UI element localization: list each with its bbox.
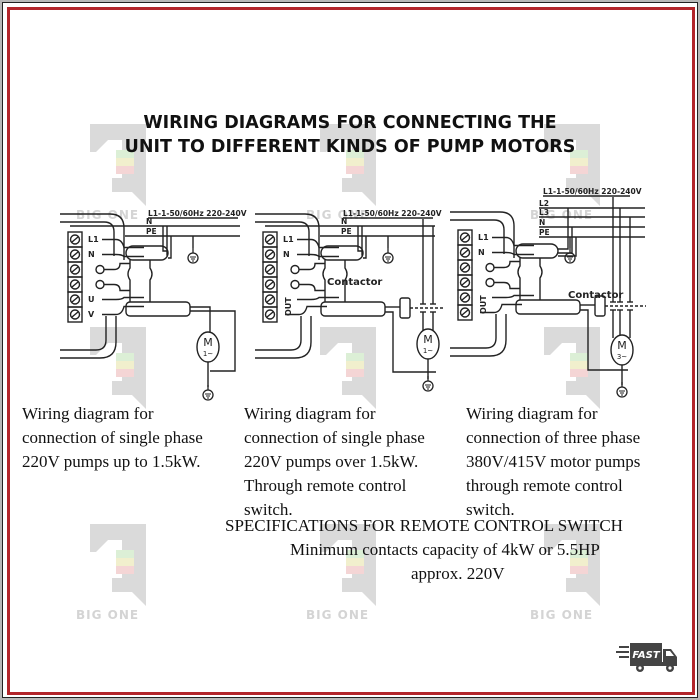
terminal-screw — [457, 304, 473, 321]
caption-line: 220V pumps over 1.5kW. — [244, 452, 419, 471]
terminal-label: L1 — [88, 235, 99, 244]
caption-diagram-2: Wiring diagram for connection of single … — [244, 402, 425, 522]
caption-line: 220V pumps up to 1.5kW. — [22, 452, 201, 471]
supply-label: L1-1-50/60Hz 220-240V — [343, 209, 442, 218]
terminal-screw — [67, 306, 83, 323]
big-one-logo-watermark — [84, 323, 154, 423]
motor-label: M — [203, 336, 213, 349]
caption-line: through remote control — [466, 476, 623, 495]
line-label-pe: PE — [341, 227, 352, 236]
supply-label: L1-1-50/60Hz 220-240V — [543, 187, 642, 196]
caption-line: Wiring diagram for — [22, 404, 154, 423]
terminal-label: U — [88, 295, 95, 304]
page-title-line-1: WIRING DIAGRAMS FOR CONNECTING THE — [143, 113, 557, 133]
motor-symbol — [416, 328, 440, 360]
motor-symbol — [196, 331, 220, 363]
contactor-coil — [399, 297, 411, 319]
motor-phase-label: 1~ — [423, 347, 433, 355]
line-label-pe: PE — [539, 228, 550, 237]
terminal-label: N — [478, 248, 485, 257]
ground-symbol — [564, 252, 576, 264]
caption-line: switch. — [244, 500, 293, 519]
supply-label: L1-1-50/60Hz 220-240V — [148, 209, 247, 218]
line-label-l3: L3 — [539, 208, 549, 217]
caption-diagram-1: Wiring diagram for connection of single … — [22, 402, 203, 474]
big-one-logo-watermark — [538, 520, 608, 620]
specs-heading: SPECIFICATIONS FOR REMOTE CONTROL SWITCH — [225, 516, 623, 535]
caption-line: Wiring diagram for — [466, 404, 598, 423]
caption-line: connection of three phase — [466, 428, 641, 447]
motor-label: M — [423, 333, 433, 346]
specs-line-2: approx. 220V — [411, 564, 505, 583]
caption-line: Wiring diagram for — [244, 404, 376, 423]
terminal-label: L1 — [478, 233, 489, 242]
caption-line: connection of single phase — [22, 428, 203, 447]
motor-symbol — [610, 334, 634, 366]
line-label-n: N — [539, 218, 545, 227]
motor-phase-label: 1~ — [203, 350, 213, 358]
float-switch-upper — [125, 245, 169, 261]
terminal-label: V — [88, 310, 95, 319]
terminal-label: OUT — [284, 297, 293, 316]
ground-symbol — [422, 380, 434, 392]
float-switch-lower — [125, 301, 191, 317]
float-switch-lower — [320, 301, 386, 317]
badge-text: FAST — [632, 650, 660, 661]
caption-line: Through remote control — [244, 476, 407, 495]
terminal-label: L1 — [283, 235, 294, 244]
watermark-text: BIG ONE — [306, 608, 370, 622]
float-switch-upper — [320, 245, 364, 261]
big-one-logo-watermark — [84, 120, 154, 220]
contactor-label: Contactor — [568, 290, 623, 301]
watermark-text: BIG ONE — [530, 208, 594, 222]
float-switch-lower — [515, 299, 581, 315]
line-label-pe: PE — [146, 227, 157, 236]
terminal-label: OUT — [479, 295, 488, 314]
big-one-logo-watermark — [538, 120, 608, 220]
caption-line: 380V/415V motor pumps — [466, 452, 641, 471]
ground-symbol — [202, 389, 214, 401]
delivery-truck-icon: FAST — [616, 643, 677, 672]
fast-delivery-badge: FAST — [616, 640, 682, 676]
ground-symbol — [187, 252, 199, 264]
contactor-label: Contactor — [327, 277, 382, 288]
terminal-label: N — [283, 250, 290, 259]
big-one-logo-watermark — [314, 323, 384, 423]
caption-line: switch. — [466, 500, 515, 519]
watermark-text: BIG ONE — [530, 608, 594, 622]
terminal-screw — [262, 306, 278, 323]
caption-diagram-3: Wiring diagram for connection of three p… — [466, 402, 640, 522]
big-one-logo-watermark — [84, 520, 154, 620]
watermark-text: BIG ONE — [76, 208, 140, 222]
float-switch-upper — [515, 243, 559, 259]
line-label-n: N — [341, 217, 347, 226]
page-title-line-2: UNIT TO DIFFERENT KINDS OF PUMP MOTORS — [124, 137, 576, 157]
line-label-n: N — [146, 217, 152, 226]
motor-phase-label: 3~ — [617, 353, 627, 361]
caption-line: connection of single phase — [244, 428, 425, 447]
big-one-logo-watermark — [314, 120, 384, 220]
big-one-logo-watermark — [538, 323, 608, 423]
motor-label: M — [617, 339, 627, 352]
watermark-text: BIG ONE — [76, 608, 140, 622]
specs-line-1: Minimum contacts capacity of 4kW or 5.5H… — [290, 540, 600, 559]
big-one-logo-watermark — [314, 520, 384, 620]
terminal-label: N — [88, 250, 95, 259]
ground-symbol — [382, 252, 394, 264]
ground-symbol — [616, 386, 628, 398]
line-label-l2: L2 — [539, 199, 549, 208]
